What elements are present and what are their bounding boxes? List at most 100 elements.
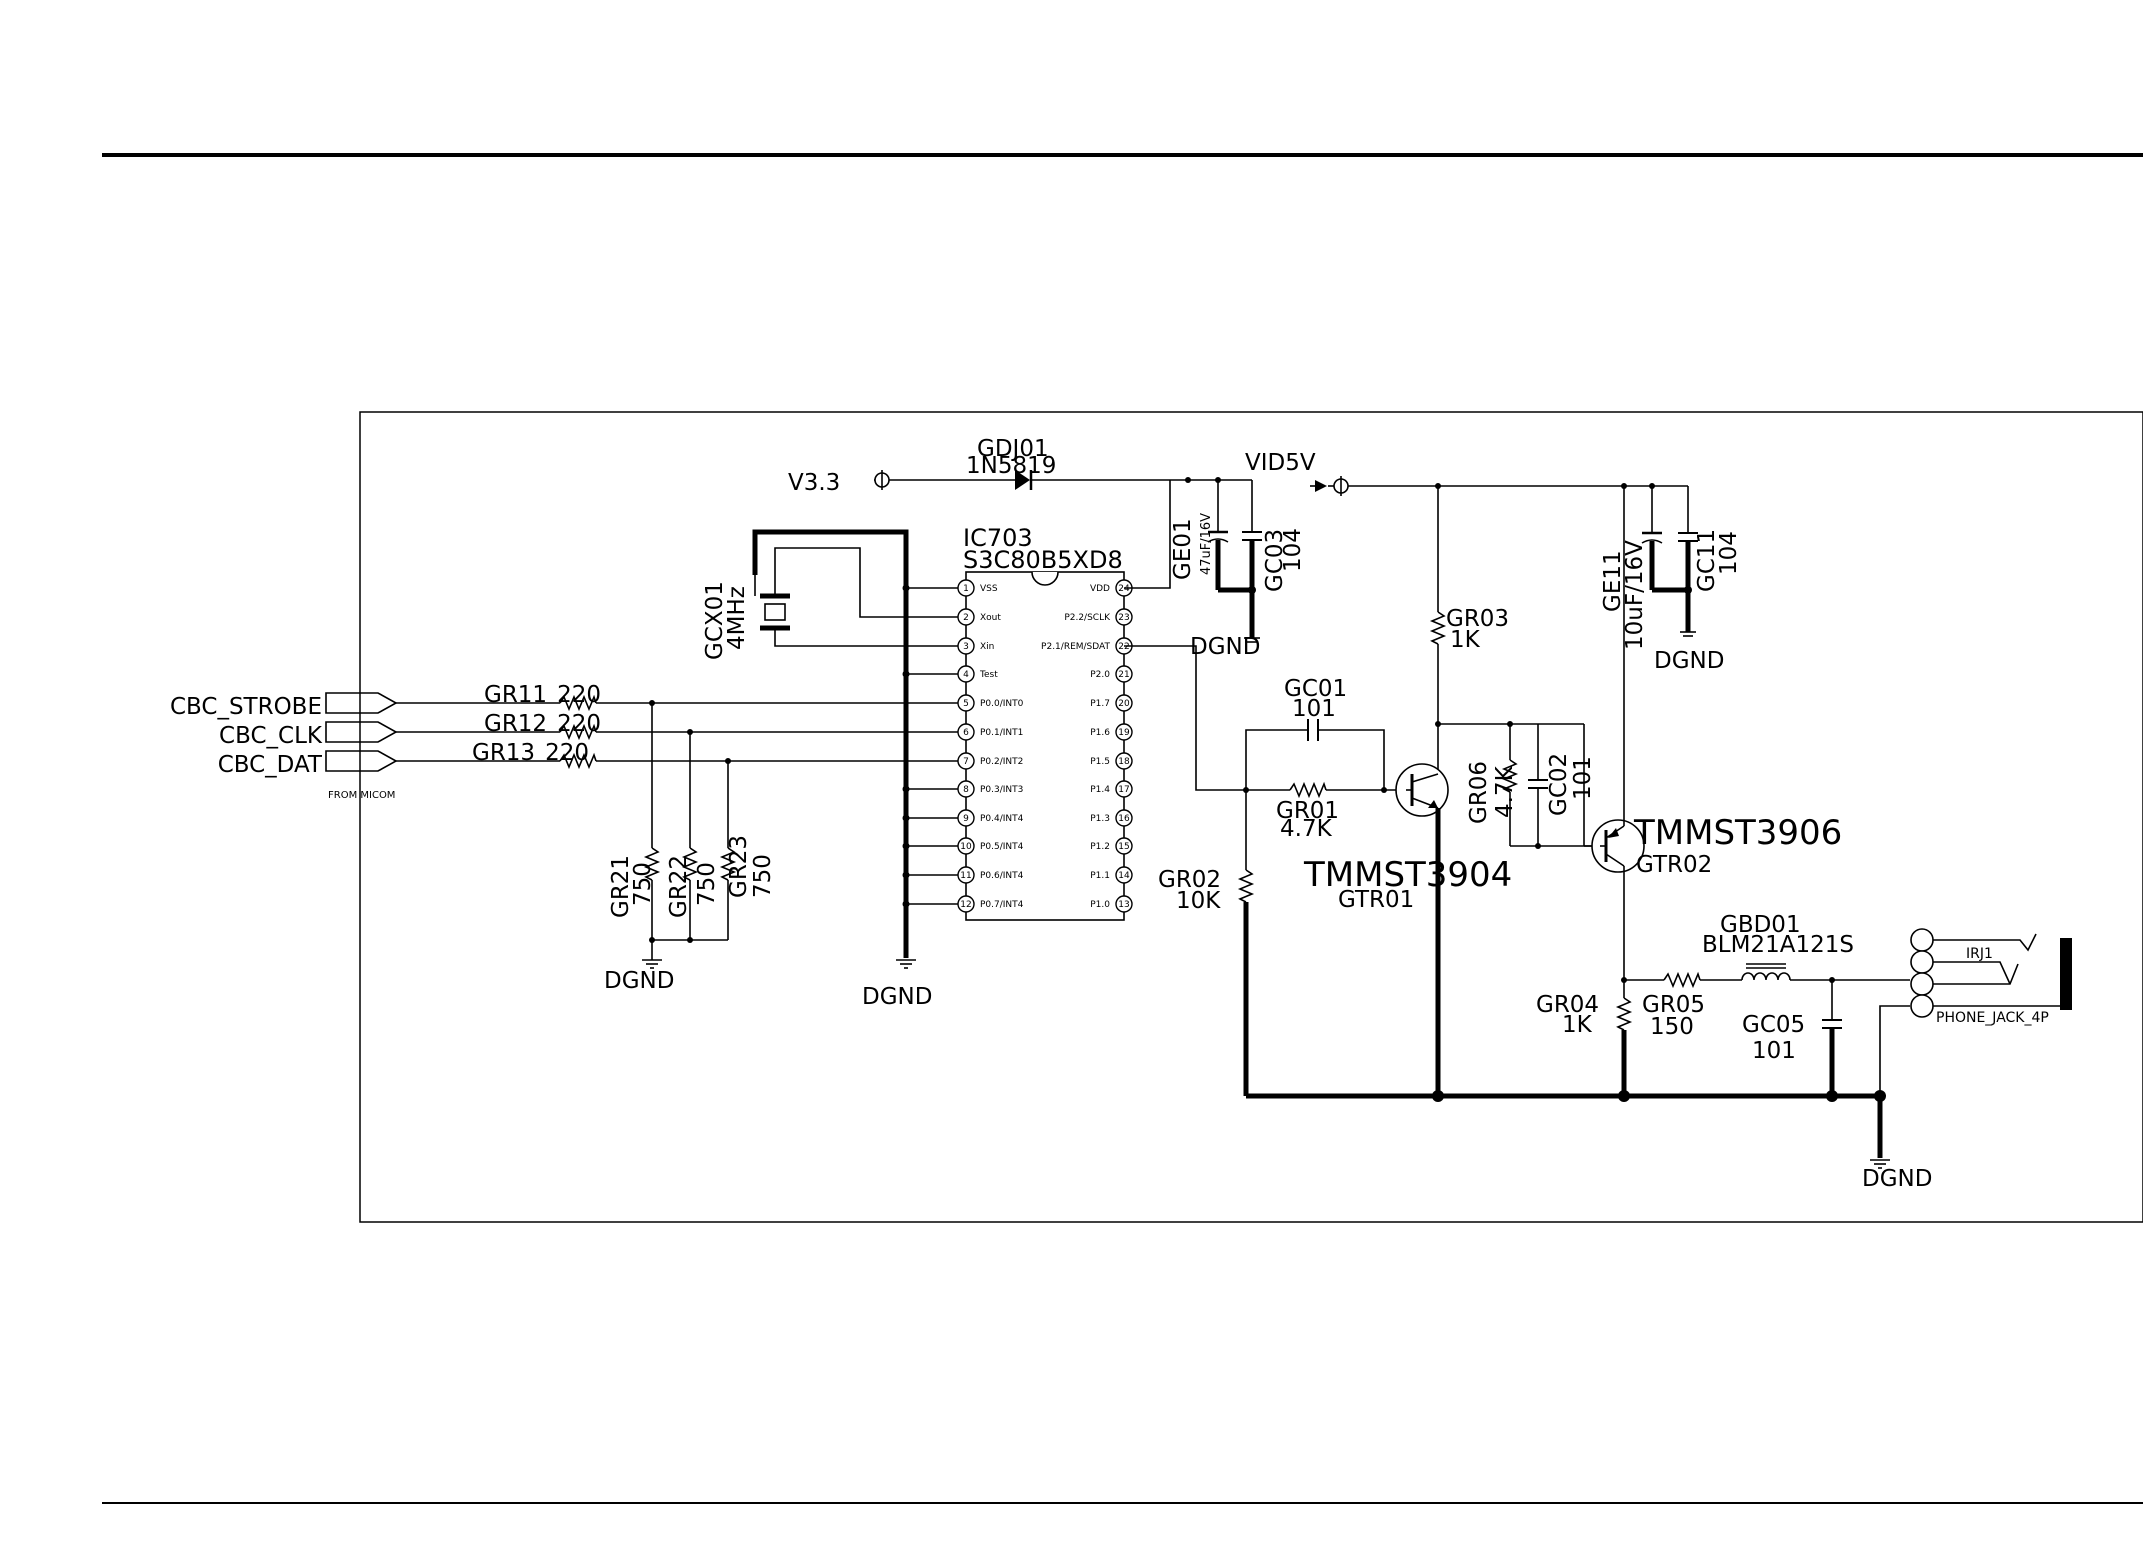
ge01-value: 47uF/16V [1199,513,1214,575]
ic-pin-name: P1.2 [1090,842,1110,852]
net-label-cbc-dat: CBC_DAT [218,752,323,778]
gtr01-stage [1237,486,1600,1096]
vid5v-supply [1310,476,1698,637]
gtr02-stage [1584,486,1910,1096]
pulldown-resistors [642,703,737,969]
gr02-value: 10K [1176,888,1221,914]
ic-pin-name: P0.0/INT0 [980,699,1024,709]
ic-pin-num: 19 [1118,728,1130,738]
gbd01-ref: GBD01 [1720,912,1801,938]
gr22-label: GR22 [666,855,692,918]
ic-pin-num: 3 [963,642,969,652]
gr03-value: 1K [1450,627,1481,653]
gc02-ref: GC02 [1546,753,1572,816]
gr21-value: 750 [630,862,656,906]
ic-pin-name: P2.2/SCLK [1064,613,1111,623]
dgnd-label-jack: DGND [1862,1166,1932,1192]
gc11-value: 104 [1716,531,1742,575]
ic-pin-name: P2.0 [1090,670,1110,680]
gr04-value: 1K [1562,1012,1593,1038]
gr06-value: 4.7K [1492,765,1518,818]
ic-pin-num: 12 [960,900,971,910]
input-connectors: CBC_STROBE CBC_CLK CBC_DAT FROM MICOM [170,692,398,801]
gr21-label: GR21 [608,855,634,918]
from-micom-label: FROM MICOM [328,790,395,801]
phone-jack-irj1 [1910,928,2072,1018]
gr04-ref: GR04 [1536,992,1599,1018]
ic-pin-name: P0.4/INT4 [980,814,1024,824]
gc01-value: 101 [1292,696,1336,722]
ic-pin-num: 4 [963,670,969,680]
ic-pin-num: 22 [1118,642,1129,652]
gr05-value: 150 [1650,1014,1694,1040]
ge01-ref: GE01 [1170,518,1196,580]
gcx01-value: 4MHz [724,586,750,650]
ic-pin-num: 11 [960,871,971,881]
gr23-value: 750 [750,854,776,898]
gr03-ref: GR03 [1446,606,1509,632]
ic-pin-name: VSS [980,584,998,594]
ic-pin-name: P1.5 [1090,757,1110,767]
gc01-ref: GC01 [1284,676,1347,702]
v33-net-label: V3.3 [788,470,840,496]
ic-pin-num: 6 [963,728,969,738]
ic-pin-num: 7 [963,757,969,767]
gr22-value: 750 [694,862,720,906]
gc05-value: 101 [1752,1038,1796,1064]
gc11-ref: GC11 [1694,529,1720,592]
ic-pin-name: Xin [980,642,994,652]
ic-pin-name: Test [979,670,998,680]
gtr02-ref: GTR02 [1636,852,1712,878]
ic-pin-name: P0.1/INT1 [980,728,1023,738]
ic-pin-name: P1.0 [1090,900,1110,910]
ic-pin-num: 2 [963,613,969,623]
dgnd-label-vid5v: DGND [1654,648,1724,674]
gdj01-ref: GDJ01 [977,436,1049,462]
ic-pin-name: P2.1/REM/SDAT [1041,642,1110,652]
ic-pin-name: P1.6 [1090,728,1110,738]
schematic-frame [359,411,2143,1223]
gbd01-value: BLM21A121S [1702,932,1854,958]
ic-pin-num: 21 [1118,670,1129,680]
ic-pin-num: 9 [963,814,969,824]
ic-pin-name: P1.4 [1090,785,1110,795]
irj1-value: PHONE_JACK_4P [1936,1010,2049,1026]
gc05-ref: GC05 [1742,1012,1805,1038]
ic-pin-num: 17 [1118,785,1129,795]
gr02-ref: GR02 [1158,867,1221,893]
net-label-cbc-strobe: CBC_STROBE [170,694,322,720]
ic703-part: S3C80B5XD8 [963,546,1123,574]
ic-pin-num: 10 [960,842,972,852]
gc03-value: 104 [1280,528,1306,572]
gr05-ref: GR05 [1642,992,1705,1018]
gdj01-value: 1N5819 [966,453,1056,479]
gtr02-part: TMMST3906 [1633,813,1842,853]
ic-pin-num: 23 [1118,613,1129,623]
gc02-value: 101 [1570,756,1596,800]
ic-pin-name: P1.1 [1090,871,1110,881]
gr01-ref: GR01 [1276,798,1339,824]
ic-pin-name: Xout [980,613,1001,623]
ic-pin-name: P0.3/INT3 [980,785,1023,795]
ic-pin-name: VDD [1090,584,1110,594]
gr23-label: GR23 [726,835,752,898]
gcx01-label: GCX01 [702,581,728,660]
gtr01-ref: GTR01 [1338,887,1414,913]
ic-pin-num: 13 [1118,900,1129,910]
ic-pin-name: P0.2/INT2 [980,757,1023,767]
ic-pin-name: P1.7 [1090,699,1110,709]
ic-pin-name: P0.6/INT4 [980,871,1024,881]
ic-pin-name: P0.5/INT4 [980,842,1024,852]
crystal-gcx01 [752,529,966,958]
gtr01-part: TMMST3904 [1303,855,1512,895]
gc03-ref: GC03 [1262,529,1288,592]
ground-bus [1246,1005,1910,1169]
gr01-value: 4.7K [1280,816,1333,842]
ic-pin-num: 8 [963,785,969,795]
ic-pin-num: 15 [1118,842,1129,852]
ic-pin-num: 5 [963,699,969,709]
